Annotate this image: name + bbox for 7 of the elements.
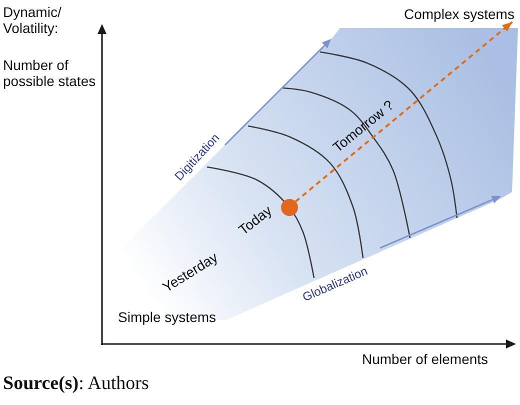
arrow — [294, 21, 513, 202]
source-caption: Source(s): Authors — [3, 373, 149, 395]
axis-title: Dynamic/ Volatility: — [3, 4, 62, 36]
axis-title: Number of possible states — [3, 57, 97, 89]
region-label: Simple systems — [118, 309, 216, 325]
axis-title: Number of elements — [362, 351, 488, 367]
endpoint-label: Complex systems — [404, 6, 514, 22]
